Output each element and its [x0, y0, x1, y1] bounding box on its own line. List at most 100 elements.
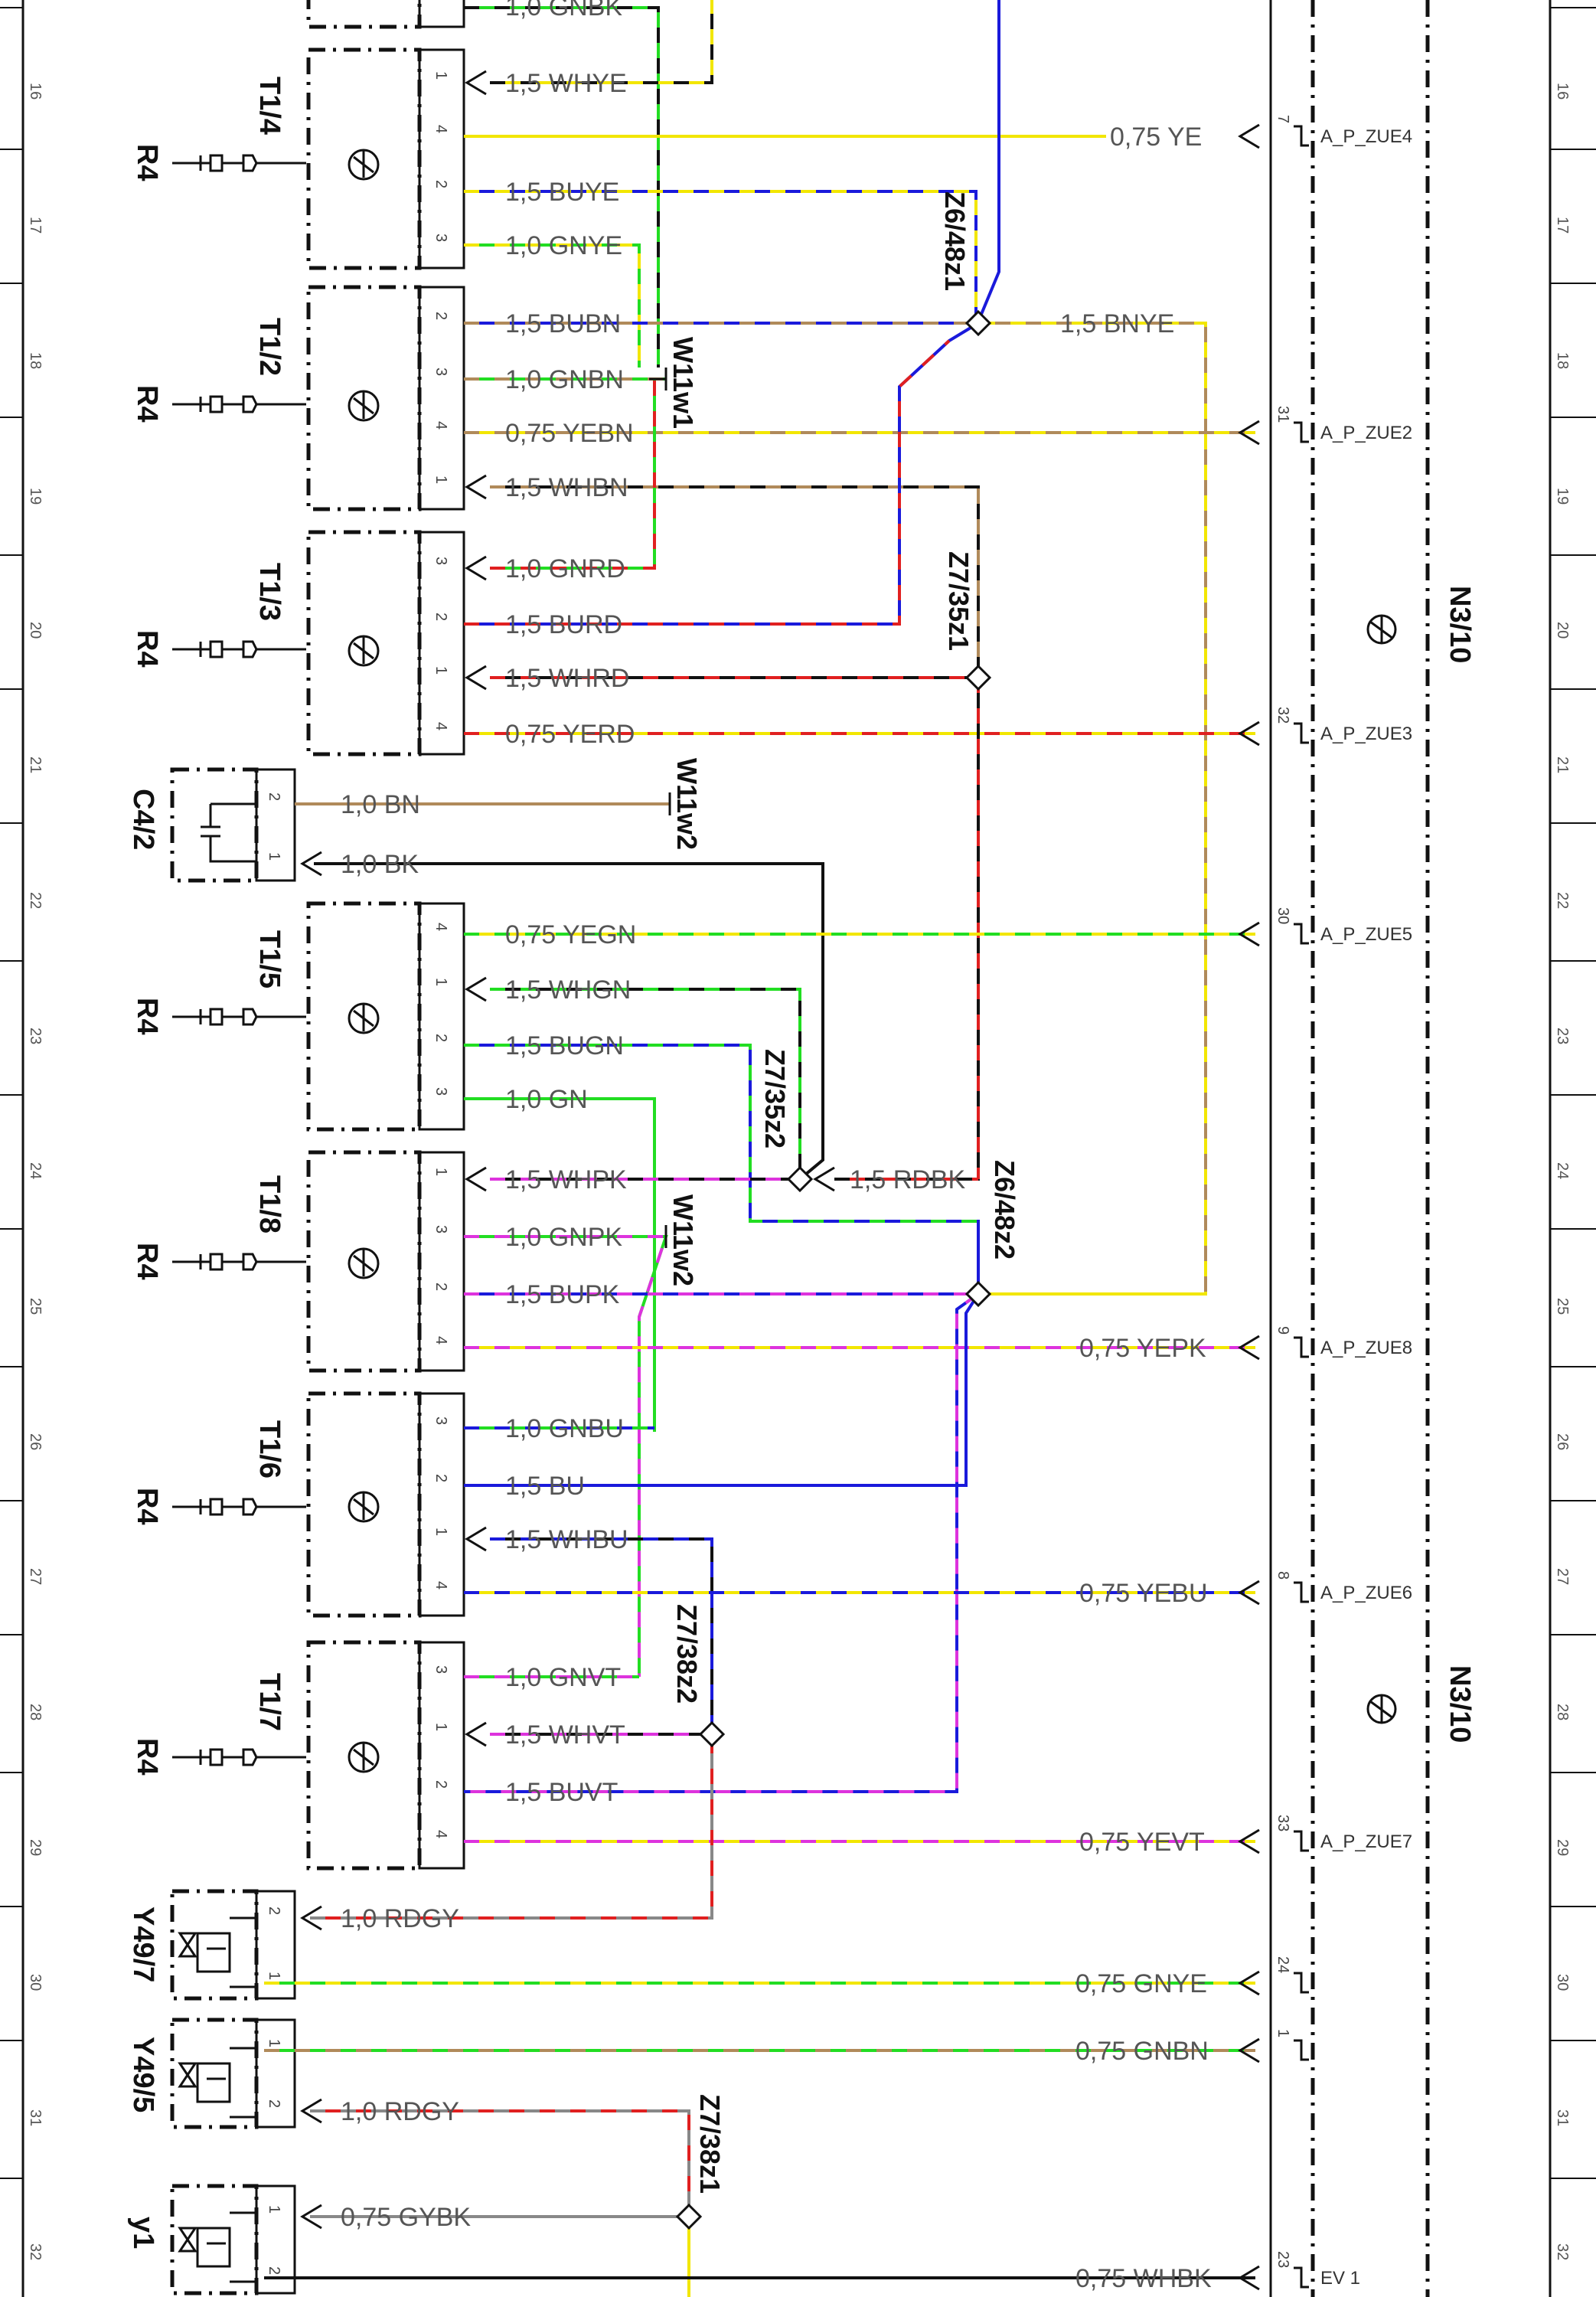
wire-label-whbn: 1,5 WHBN: [505, 473, 628, 502]
wire-label-yebu: 0,75 YEBU: [1079, 1579, 1208, 1608]
pin-25-2: 2: [432, 1282, 449, 1291]
wire-rdgy-2: [310, 2109, 690, 2217]
zone-19-right: 19: [1554, 488, 1571, 505]
connector-label-zue6: A_P_ZUE6: [1320, 1583, 1412, 1603]
label-r4-23: R4: [131, 998, 163, 1035]
wire-label-buvt: 1,5 BUVT: [505, 1778, 618, 1807]
pin-n-24: 24: [1275, 1956, 1291, 1973]
w11-markers: [649, 368, 671, 1248]
pin-31-2: 2: [266, 2099, 282, 2108]
pin-23-1: 1: [432, 978, 449, 986]
splice-label-z7-35z1: Z7/35z1: [943, 551, 974, 651]
wire-label-gnbu: 1,0 GNBU: [505, 1414, 624, 1443]
wire-label-bupk: 1,5 BUPK: [505, 1280, 620, 1309]
splice-label-z7-35z2: Z7/35z2: [759, 1049, 791, 1148]
wire-buye: [464, 190, 978, 322]
zone-17-right: 17: [1554, 217, 1571, 234]
wire-label-whpk: 1,5 WHPK: [505, 1165, 627, 1194]
pin-30-2: 2: [266, 1907, 282, 1915]
zone-16-left: 16: [27, 83, 44, 100]
pin-24-1: 1: [432, 1168, 449, 1176]
pin-n-1: 1: [1275, 2029, 1291, 2037]
zone-26-left: 26: [27, 1433, 44, 1450]
n3-10-symbol-upper: [1366, 614, 1397, 645]
splice-label-z7-38z2: Z7/38z2: [671, 1604, 703, 1704]
wire-label-burd: 1,5 BURD: [505, 610, 622, 639]
wire-label-rdbk: 1,5 RDBK: [850, 1165, 965, 1194]
pin-31-1: 1: [266, 2039, 282, 2047]
r4-connector-icons: [172, 154, 306, 1766]
splice-label-z7-38z1: Z7/38z1: [694, 2094, 726, 2194]
zone-29-right: 29: [1554, 1839, 1571, 1856]
wire-label-whvt: 1,5 WHVT: [505, 1720, 625, 1750]
zone-17-left: 17: [27, 217, 44, 234]
label-r4-20: R4: [131, 630, 163, 668]
transistor-icons: [348, 149, 380, 1773]
zone-27-left: 27: [27, 1568, 44, 1585]
label-r4-28: R4: [131, 1738, 163, 1776]
connector-label-zue2: A_P_ZUE2: [1320, 423, 1412, 443]
pin-29-2: 2: [432, 1780, 449, 1789]
zone-19-left: 19: [27, 488, 44, 505]
pin-n-33: 33: [1275, 1815, 1291, 1831]
splice-label-w11w2-top: W11w2: [671, 758, 703, 850]
connector-label-zue5: A_P_ZUE5: [1320, 924, 1412, 945]
label-t1-2: T1/2: [253, 318, 286, 376]
pin-23-2: 2: [432, 1034, 449, 1042]
label-t1-6: T1/6: [253, 1420, 286, 1479]
zone-30-left: 30: [27, 1974, 44, 1991]
zone-16-right: 16: [1554, 83, 1571, 100]
pin-18-2: 2: [432, 312, 449, 320]
zone-29-left: 29: [27, 1839, 44, 1856]
wire-bnye: [978, 322, 1207, 1296]
zone-22-right: 22: [1554, 892, 1571, 909]
wire-label-gnpk: 1,0 GNPK: [505, 1223, 622, 1252]
wire-label-yegn: 0,75 YEGN: [505, 920, 636, 949]
wire-label-yebn: 0,75 YEBN: [505, 419, 634, 448]
pin-26-3: 3: [432, 1416, 449, 1425]
pin-30-1: 1: [266, 1972, 282, 1980]
connector-label-zue4: A_P_ZUE4: [1320, 126, 1412, 147]
wire-bk: [314, 862, 824, 1181]
wires: [264, 0, 1255, 2297]
wire-label-bk: 1,0 BK: [341, 850, 419, 879]
label-t1-3: T1/3: [253, 563, 286, 621]
pin-16-4: 4: [432, 125, 449, 133]
pin-n-32: 32: [1275, 707, 1291, 724]
pin-n-7: 7: [1275, 115, 1291, 123]
pin-25-4: 4: [432, 1336, 449, 1345]
valve-icons: [178, 1916, 256, 2283]
pin-n-9: 9: [1275, 1326, 1291, 1335]
label-r4-16: R4: [131, 144, 163, 181]
wire-label-yevt: 0,75 YEVT: [1079, 1828, 1205, 1857]
connector-label-zue3: A_P_ZUE3: [1320, 724, 1412, 744]
wire-label-whbu: 1,5 WHBU: [505, 1525, 628, 1554]
pin-18-4: 4: [432, 421, 449, 430]
splice-label-z6-48z2: Z6/48z2: [989, 1160, 1020, 1260]
wire-label-bn: 1,0 BN: [341, 790, 420, 819]
zone-21-right: 21: [1554, 756, 1571, 773]
wire-z648z2-blue: [464, 1292, 980, 1487]
connector-arrows: [300, 70, 1260, 2291]
zone-25-right: 25: [1554, 1298, 1571, 1315]
splice-label-w11w1: W11w1: [667, 337, 699, 429]
wire-blue-top: [977, 0, 1000, 322]
connector-blocks: [255, 0, 465, 2295]
pin-29-4: 4: [432, 1830, 449, 1838]
zone-18-right: 18: [1554, 352, 1571, 369]
zone-numbers: 16 16 17 17 18 18 19 19 20 20 21 21 22 2…: [27, 83, 1571, 2260]
connector-label-zue7: A_P_ZUE7: [1320, 1831, 1412, 1852]
n3-10-pin-stubs: [1294, 125, 1309, 2289]
pin-28-1: 1: [432, 1723, 449, 1731]
zone-18-left: 18: [27, 352, 44, 369]
pin-22-4: 4: [432, 923, 449, 931]
label-t1-4: T1/4: [253, 77, 286, 135]
zone-21-left: 21: [27, 756, 44, 773]
pin-20-2: 2: [432, 613, 449, 621]
pin-27-4: 4: [432, 1581, 449, 1590]
pin-32-2: 2: [266, 2266, 282, 2275]
zone-32-left: 32: [27, 2243, 44, 2260]
connector-label-ev1: EV 1: [1320, 2268, 1360, 2289]
pin-17-2: 2: [432, 180, 449, 188]
label-y49-7: Y49/7: [127, 1907, 159, 1982]
